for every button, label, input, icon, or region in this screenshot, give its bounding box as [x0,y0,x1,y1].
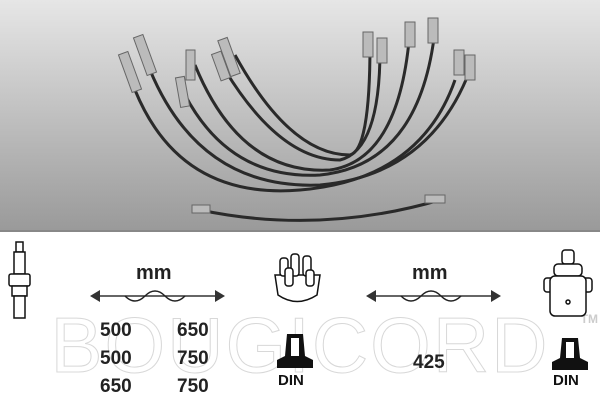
trademark: TM [580,312,598,326]
unit-label-left: mm [136,262,172,284]
connector-label-left: DIN [278,372,304,389]
ignition-coil-icon [543,249,593,317]
length-value: 650 [100,376,132,397]
connector-label-right: DIN [553,372,579,389]
unit-label-right: mm [412,262,448,284]
length-value: 750 [177,348,209,369]
spark-plug-icon [8,241,31,319]
length-arrow-right-icon [366,290,501,302]
length-value: 500 [100,320,132,341]
distributor-cap-icon [274,253,321,303]
length-value: 650 [177,320,209,341]
din-connector-icon [277,334,313,368]
product-photo [0,0,600,232]
length-value: 500 [100,348,132,369]
length-value: 425 [413,352,445,373]
din-connector-icon [552,338,588,370]
length-value: 750 [177,376,209,397]
ignition-cables-image [117,17,476,222]
length-arrow-left-icon [90,290,225,302]
